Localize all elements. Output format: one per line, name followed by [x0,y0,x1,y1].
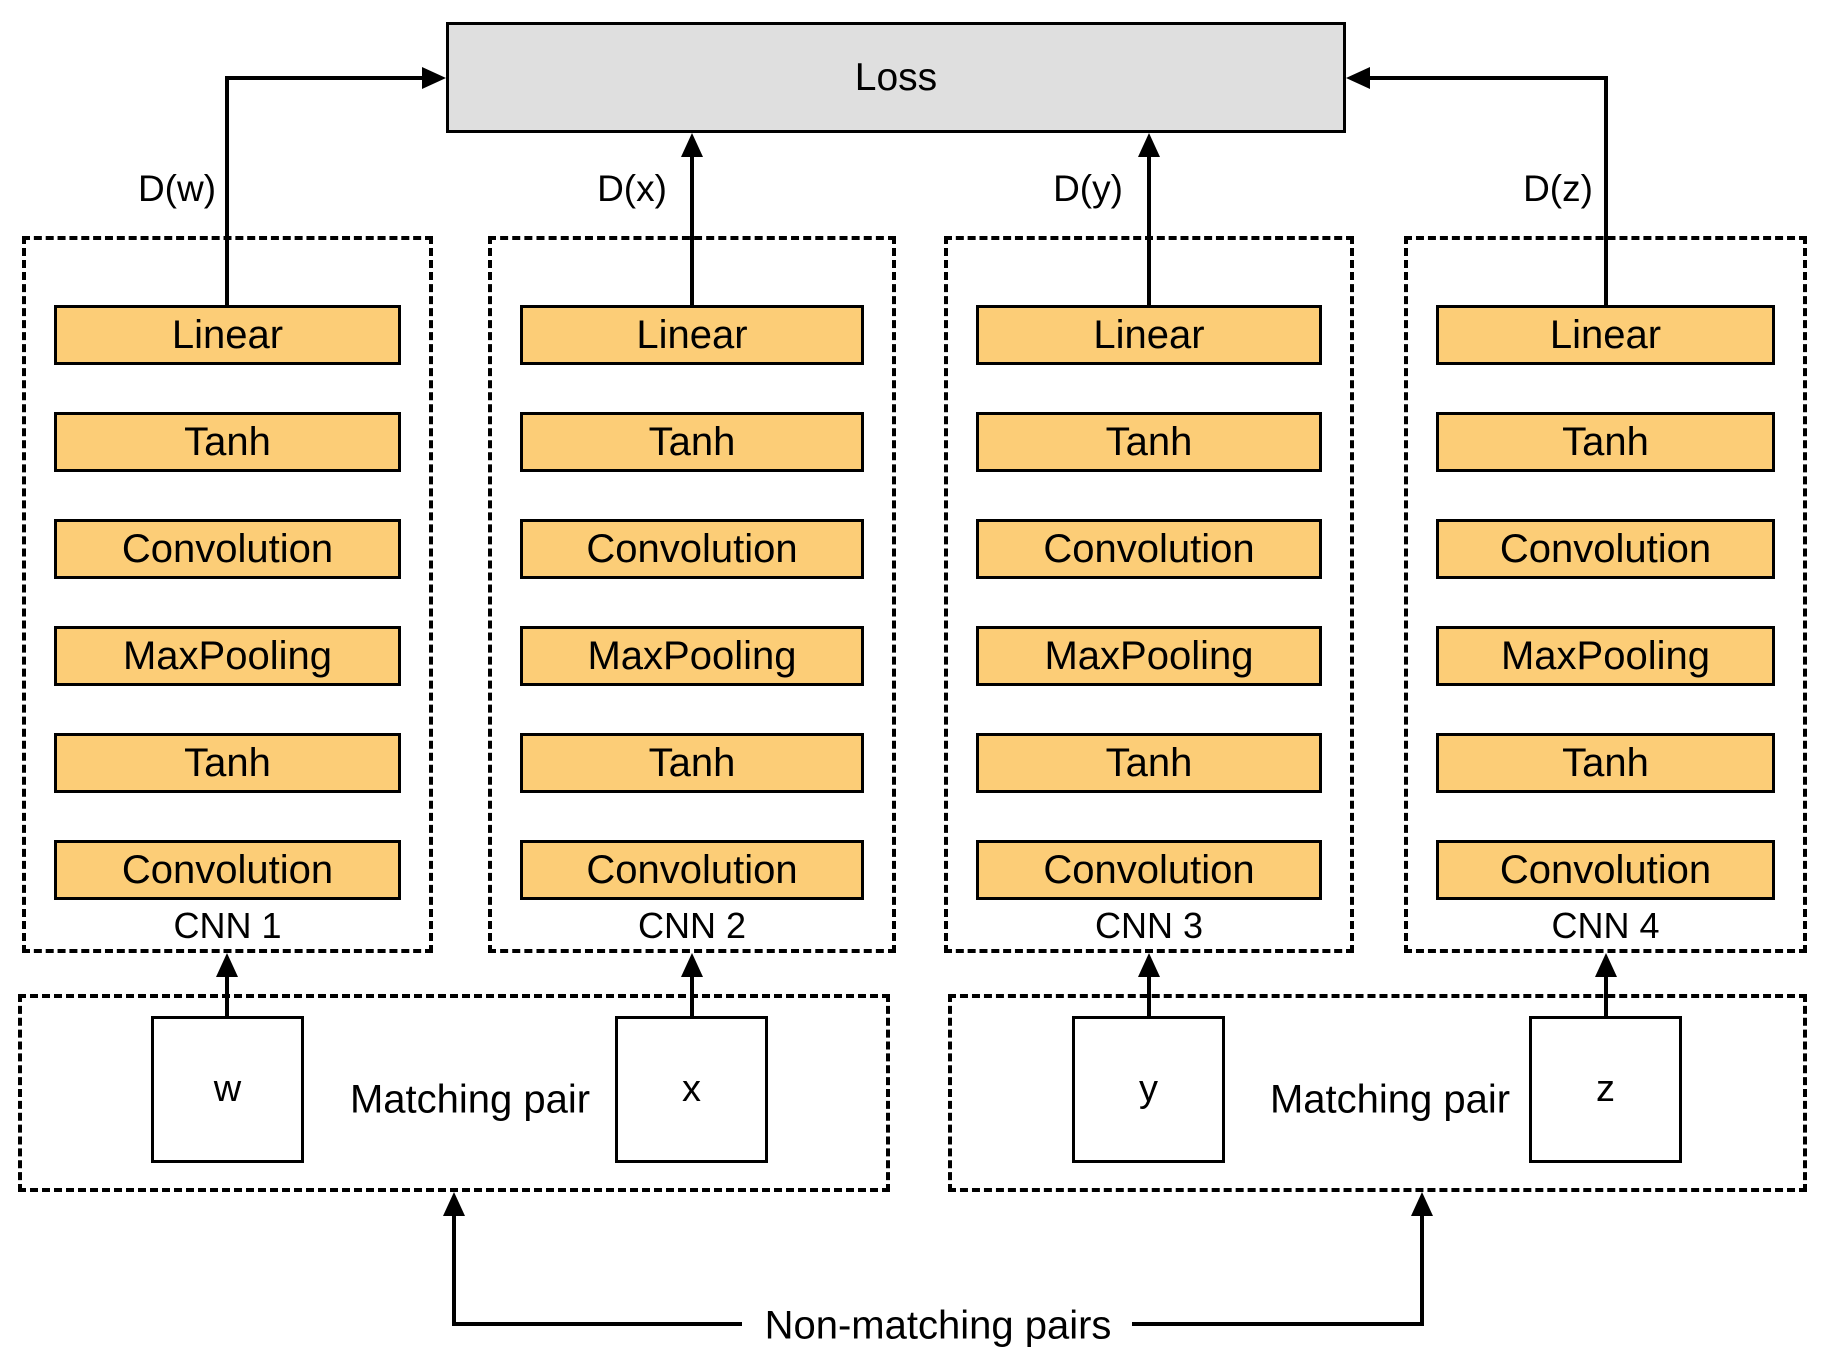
matching-pair-label-left: Matching pair [349,1077,591,1122]
cnn-2-layer-maxpooling: MaxPooling [520,626,864,686]
cnn-3-layer-maxpooling: MaxPooling [976,626,1322,686]
input-x-arrowhead [681,953,703,977]
input-label-x: x [682,1068,701,1110]
cnn-1-layer-linear: Linear [54,305,401,365]
cnn-4-layer-convolution: Convolution [1436,519,1775,579]
cnn-4-layer-linear: Linear [1436,305,1775,365]
cnn-1-layer-convolution2: Convolution [54,840,401,900]
dz-arrow-vertical-line [1604,76,1608,305]
non-matching-pairs-label: Non-matching pairs [764,1303,1112,1348]
cnn-1-layer-tanh2: Tanh [54,733,401,793]
input-w-arrowhead [216,953,238,977]
cnn-4-box: Linear Tanh Convolution MaxPooling Tanh … [1404,236,1807,953]
cnn-4-layer-tanh: Tanh [1436,412,1775,472]
distance-label-dy: D(y) [1053,168,1123,209]
dw-arrowhead [422,67,446,89]
cnn-1-layer-convolution: Convolution [54,519,401,579]
cnn-2-box: Linear Tanh Convolution MaxPooling Tanh … [488,236,896,953]
cnn-4-layer-convolution2: Convolution [1436,840,1775,900]
non-matching-right-vertical-line [1420,1214,1424,1326]
cnn-4-layer-maxpooling: MaxPooling [1436,626,1775,686]
distance-label-dx: D(x) [597,168,667,209]
input-box-w: w [151,1016,304,1163]
matching-pair-box-right [948,994,1807,1192]
input-x-arrow-line [690,975,694,1018]
dx-arrow-line [690,155,694,305]
dz-arrowhead [1346,67,1370,89]
cnn-4-label: CNN 4 [1551,905,1660,946]
dy-arrowhead [1138,133,1160,157]
loss-box: Loss [446,22,1346,133]
cnn-2-label: CNN 2 [637,905,747,946]
cnn-1-layer-tanh: Tanh [54,412,401,472]
cnn-1-label: CNN 1 [173,905,282,946]
input-label-y: y [1139,1068,1158,1110]
distance-label-dw: D(w) [137,168,217,209]
cnn-4-layer-tanh2: Tanh [1436,733,1775,793]
cnn-2-layer-tanh: Tanh [520,412,864,472]
dx-arrowhead [681,133,703,157]
cnn-1-box: Linear Tanh Convolution MaxPooling Tanh … [22,236,433,953]
cnn-3-layer-convolution: Convolution [976,519,1322,579]
matching-pair-label-right: Matching pair [1269,1077,1511,1122]
cnn-2-layer-linear: Linear [520,305,864,365]
non-matching-left-arrowhead [443,1192,465,1216]
cnn-2-layer-convolution: Convolution [520,519,864,579]
dz-arrow-horizontal-line [1370,76,1606,80]
input-box-y: y [1072,1016,1225,1163]
input-box-x: x [615,1016,768,1163]
cnn-3-label: CNN 3 [1094,905,1204,946]
input-box-z: z [1529,1016,1682,1163]
dy-arrow-line [1147,155,1151,305]
cnn-3-layer-linear: Linear [976,305,1322,365]
input-w-arrow-line [225,975,229,1018]
non-matching-left-vertical-line [452,1214,456,1326]
input-label-w: w [213,1068,242,1110]
non-matching-left-horizontal-line [452,1322,742,1326]
cnn-3-layer-tanh2: Tanh [976,733,1322,793]
cnn-3-layer-convolution2: Convolution [976,840,1322,900]
cnn-3-layer-tanh: Tanh [976,412,1322,472]
dw-arrow-vertical-line [225,76,229,305]
input-z-arrow-line [1604,975,1608,1018]
input-y-arrow-line [1147,975,1151,1018]
loss-label: Loss [854,55,938,99]
input-label-z: z [1596,1068,1615,1110]
non-matching-right-horizontal-line [1132,1322,1422,1326]
input-y-arrowhead [1138,953,1160,977]
matching-pair-box-left [18,994,890,1192]
cnn-2-layer-convolution2: Convolution [520,840,864,900]
cnn-2-layer-tanh2: Tanh [520,733,864,793]
dw-arrow-horizontal-line [225,76,422,80]
cnn-3-box: Linear Tanh Convolution MaxPooling Tanh … [944,236,1354,953]
distance-label-dz: D(z) [1523,168,1593,209]
cnn-1-layer-maxpooling: MaxPooling [54,626,401,686]
non-matching-right-arrowhead [1411,1192,1433,1216]
input-z-arrowhead [1595,953,1617,977]
